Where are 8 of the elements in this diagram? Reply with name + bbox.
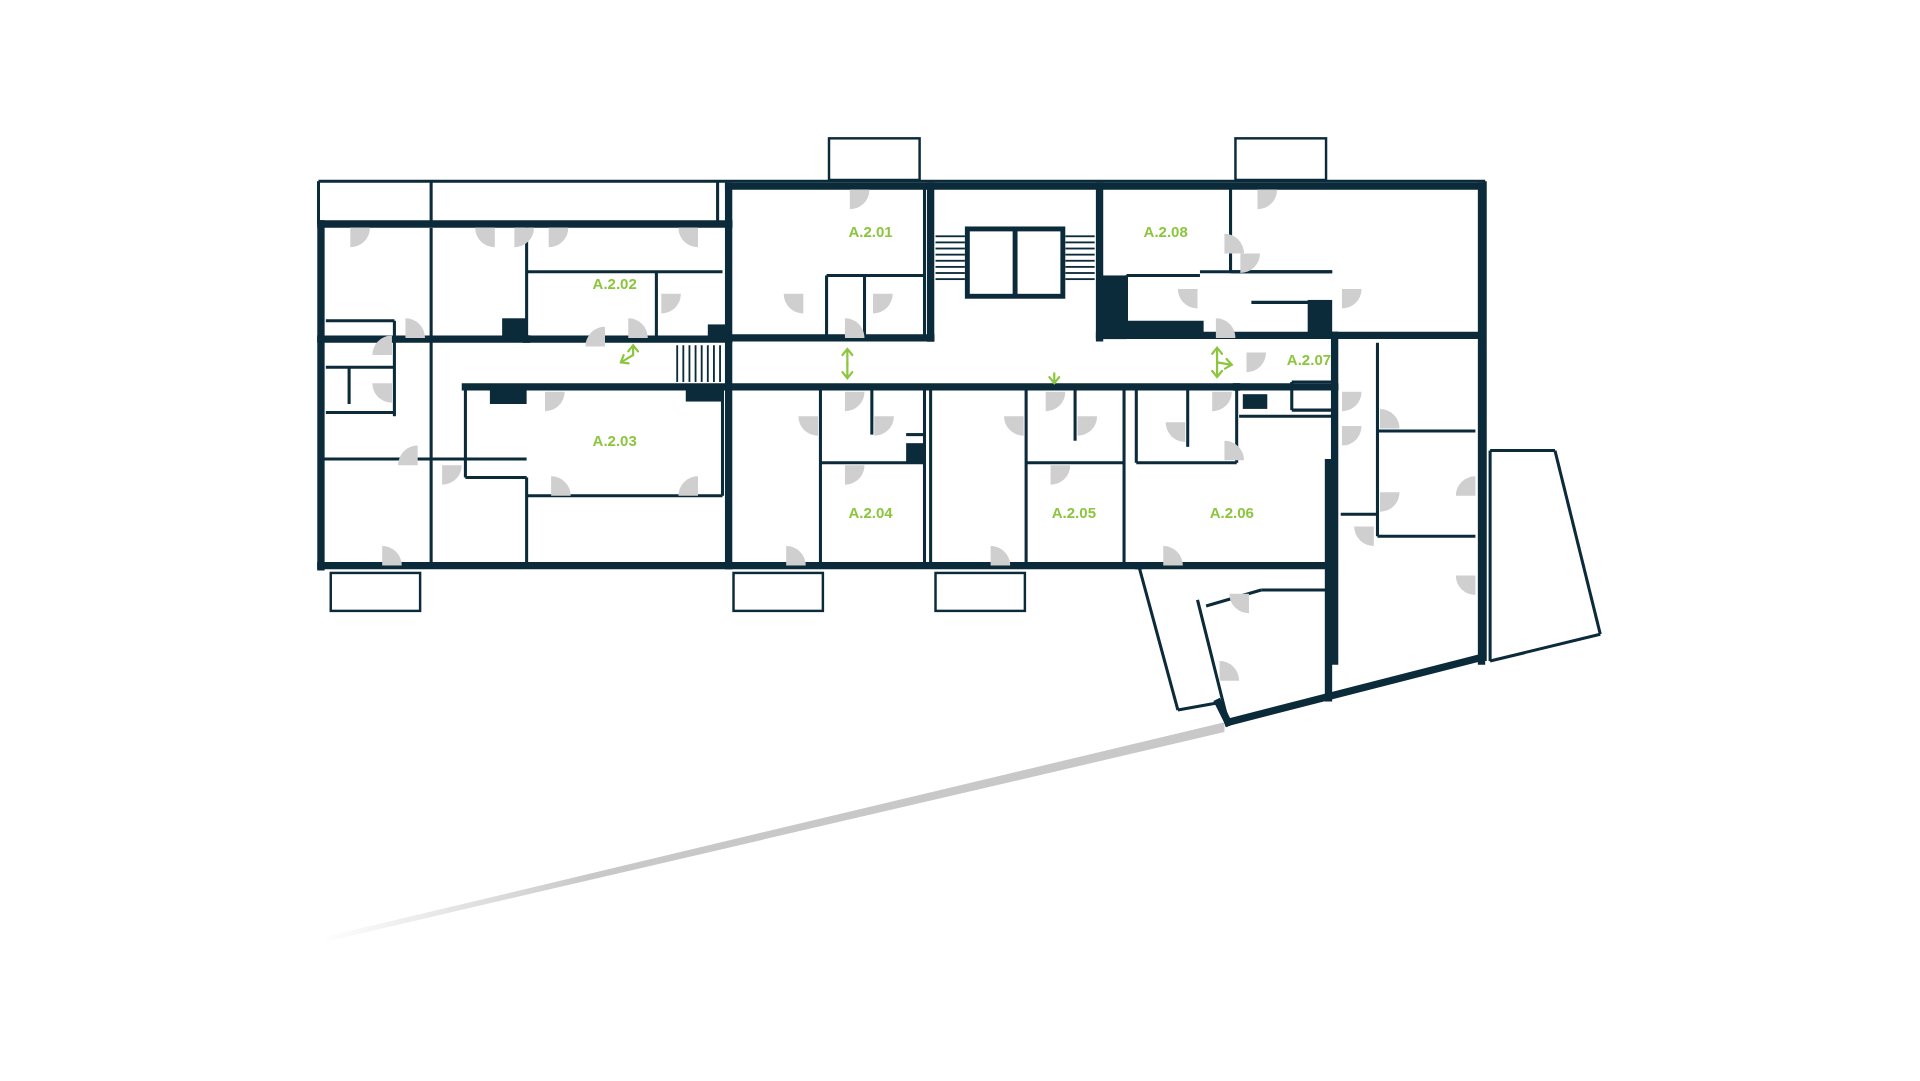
room-label: A.2.03 (592, 431, 637, 448)
room-label: A.2.07 (1286, 350, 1332, 368)
room-label: A.2.04 (848, 503, 893, 521)
room-label: A.2.08 (1143, 222, 1188, 240)
room-label: A.2.01 (848, 222, 893, 240)
room-label: A.2.02 (592, 274, 637, 292)
room-label: A.2.05 (1051, 503, 1096, 521)
room-label: A.2.06 (1209, 503, 1254, 521)
